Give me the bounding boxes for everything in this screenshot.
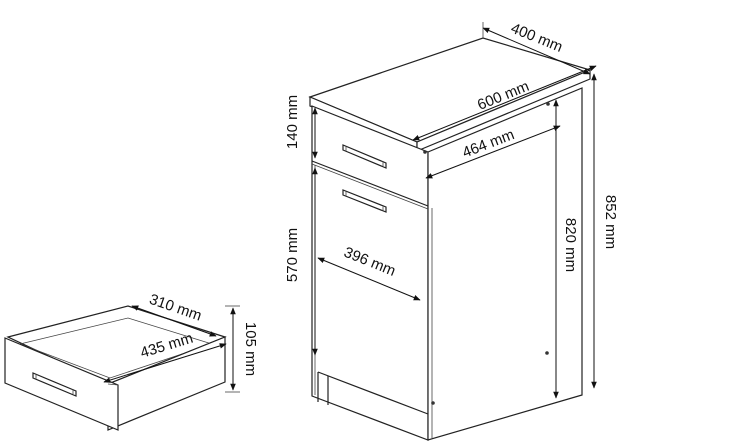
screw-icon (423, 150, 427, 154)
drawer-front-handle (32, 372, 77, 397)
drawer-front-face (4, 337, 119, 431)
label-drawer-height: 105 mm (242, 322, 259, 376)
door-handle (342, 189, 387, 213)
drawer-handle (342, 144, 387, 169)
dim-line-door-width (317, 257, 421, 301)
label-drawer-front: 140 mm (284, 95, 301, 149)
drawer (4, 305, 227, 431)
dim-line-drawer-depth (131, 305, 217, 337)
cabinet (308, 37, 592, 441)
screw-icon (431, 401, 435, 405)
dim-line-drawer-length (103, 343, 227, 383)
screw-icon (545, 351, 549, 355)
label-total-height: 852 mm (602, 195, 619, 249)
drawer-separator (311, 160, 429, 207)
plinth-top (317, 371, 429, 415)
dim-line-inner-width (425, 125, 561, 179)
drawer-separator-shadow (311, 163, 429, 210)
label-door-height: 570 mm (284, 228, 301, 282)
label-body-height: 820 mm (562, 218, 579, 272)
screw-icon (546, 102, 550, 106)
